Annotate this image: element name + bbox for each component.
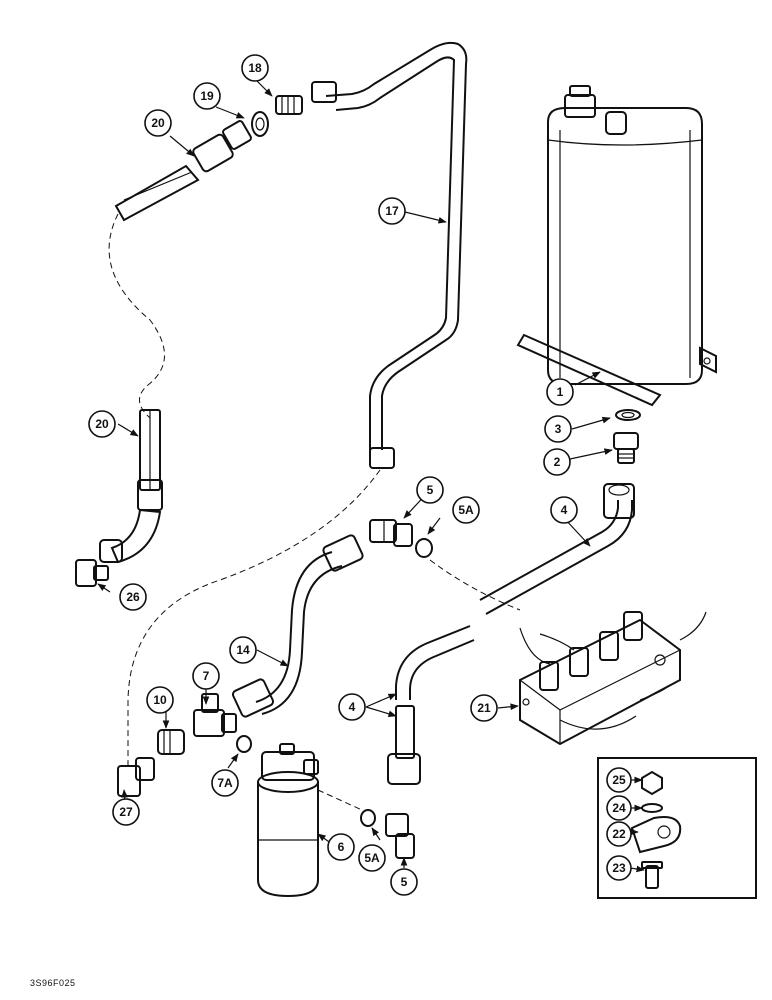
svg-text:21: 21 [477, 701, 491, 715]
svg-text:5A: 5A [458, 503, 474, 517]
hose-20-lower [99, 409, 163, 564]
callout-6: 6 [327, 833, 355, 861]
callout-4-upper: 4 [550, 496, 578, 524]
elbow-fitting-5-upper [369, 519, 413, 547]
callout-27: 27 [112, 798, 140, 826]
svg-text:4: 4 [561, 503, 568, 517]
callout-21: 21 [470, 694, 498, 722]
nut-25 [641, 770, 663, 796]
callout-5A-lower: 5A [358, 844, 386, 872]
callout-5-upper: 5 [416, 476, 444, 504]
svg-text:23: 23 [612, 861, 626, 875]
svg-text:26: 26 [126, 590, 140, 604]
svg-text:5: 5 [427, 483, 434, 497]
bolt-23 [641, 861, 663, 889]
figure-id: 3S96F025 [30, 978, 76, 988]
callout-24: 24 [606, 795, 632, 821]
callout-17: 17 [378, 197, 406, 225]
svg-text:22: 22 [612, 827, 626, 841]
callout-18: 18 [241, 54, 269, 82]
valve-block-21 [519, 611, 707, 746]
leader-lines [97, 79, 645, 873]
svg-text:1: 1 [557, 385, 564, 399]
svg-text:20: 20 [95, 417, 109, 431]
tank-washer [615, 409, 641, 421]
elbow-fitting-27 [117, 757, 155, 797]
tank-fitting [613, 432, 639, 464]
callout-2: 2 [543, 448, 571, 476]
svg-text:3: 3 [555, 422, 562, 436]
svg-text:14: 14 [236, 643, 250, 657]
callout-3: 3 [544, 415, 572, 443]
callout-7A: 7A [211, 769, 239, 797]
fitting-18 [275, 95, 303, 115]
svg-text:5A: 5A [364, 851, 380, 865]
filter-6 [257, 743, 319, 898]
callout-10: 10 [146, 686, 174, 714]
washer-5A-upper [415, 538, 433, 558]
svg-text:7: 7 [203, 669, 210, 683]
svg-text:25: 25 [612, 773, 626, 787]
callout-26: 26 [119, 583, 147, 611]
callout-5A-upper: 5A [452, 496, 480, 524]
elbow-fitting-5-lower [385, 813, 415, 859]
tube-4 [387, 483, 635, 785]
washer-24 [641, 803, 663, 813]
callout-1: 1 [546, 378, 574, 406]
clamp-hardware-inset [597, 757, 757, 899]
washer-7A [236, 735, 252, 753]
svg-text:6: 6 [338, 840, 345, 854]
callout-4-lower: 4 [338, 693, 366, 721]
fitting-10 [157, 729, 185, 755]
svg-text:5: 5 [401, 875, 408, 889]
svg-text:2: 2 [554, 455, 561, 469]
tee-fitting-7 [193, 693, 237, 737]
callout-23: 23 [606, 855, 632, 881]
callout-22: 22 [606, 821, 632, 847]
washer-5A-lower [360, 809, 376, 827]
clamp-22 [630, 816, 682, 854]
tube-17 [311, 41, 468, 469]
svg-text:24: 24 [612, 801, 626, 815]
callout-25: 25 [606, 767, 632, 793]
nut-19 [251, 111, 269, 137]
svg-text:20: 20 [151, 116, 165, 130]
svg-text:4: 4 [349, 700, 356, 714]
svg-text:27: 27 [119, 805, 133, 819]
callout-14: 14 [229, 636, 257, 664]
svg-text:10: 10 [153, 693, 167, 707]
hose-20-upper [114, 120, 252, 222]
callout-19: 19 [193, 82, 221, 110]
svg-text:17: 17 [385, 204, 399, 218]
tee-fitting-26 [75, 559, 109, 587]
callout-20-upper: 20 [144, 109, 172, 137]
callout-7: 7 [192, 662, 220, 690]
svg-text:18: 18 [248, 61, 262, 75]
tube-14 [231, 534, 364, 718]
svg-text:19: 19 [200, 89, 214, 103]
callout-20-lower: 20 [88, 410, 116, 438]
svg-text:7A: 7A [217, 776, 233, 790]
reservoir-tank [516, 85, 717, 407]
callout-5-lower: 5 [390, 868, 418, 896]
